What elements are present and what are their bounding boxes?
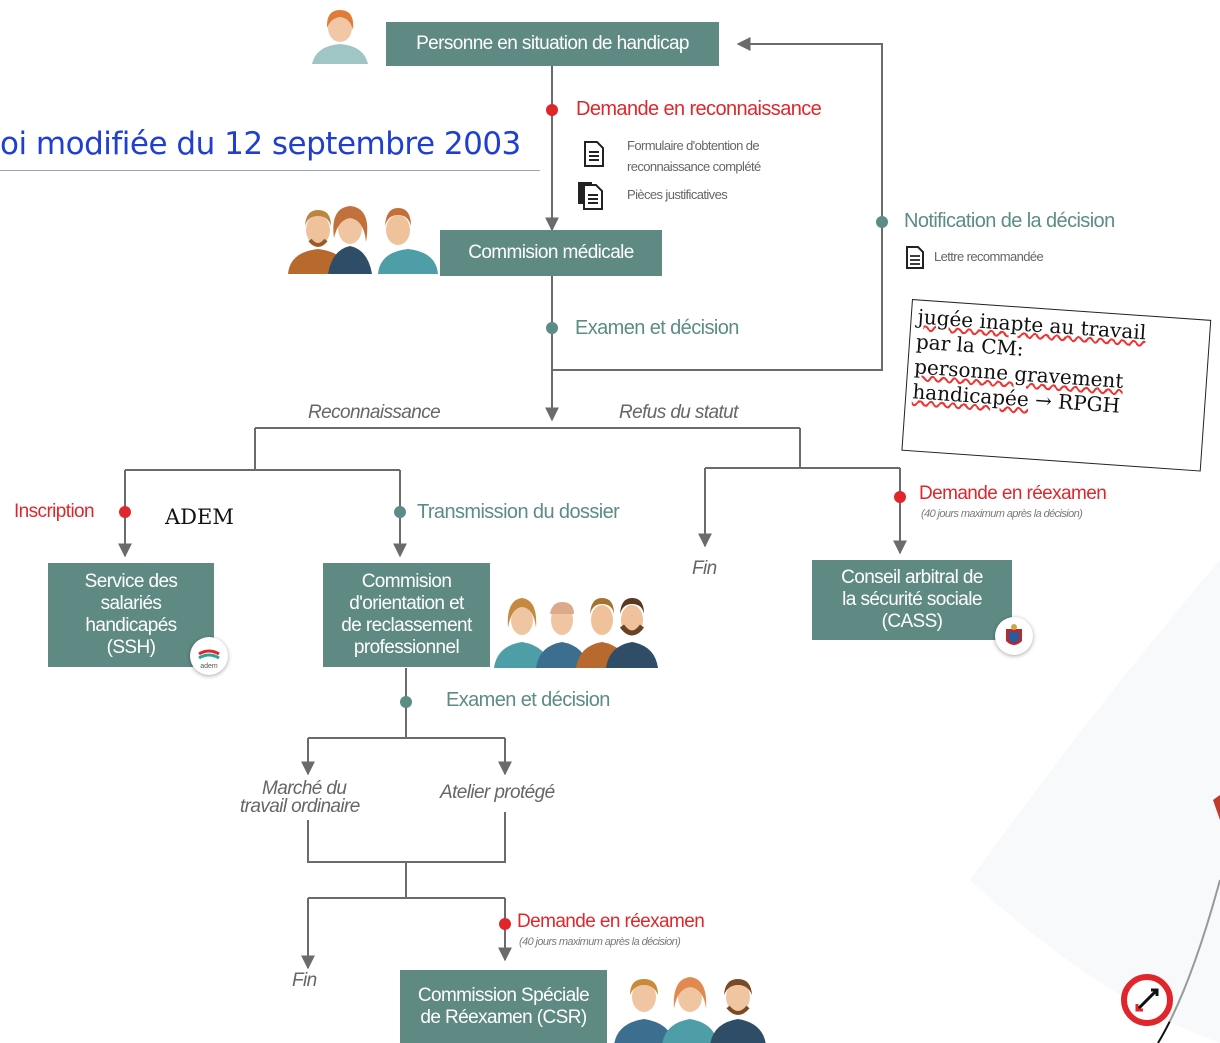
dot-notification: [876, 216, 888, 228]
label-examen-1: Examen et décision: [575, 317, 739, 339]
adem-badge: adem: [190, 637, 228, 675]
documents-stack-icon: [578, 182, 603, 210]
label-demande-reexamen-1: Demande en réexamen: [919, 483, 1107, 504]
label-pieces: Pièces justificatives: [627, 187, 728, 202]
dot-inscription: [119, 506, 131, 518]
title-underline: [0, 170, 540, 171]
label-notification: Notification de la décision: [904, 210, 1115, 232]
dot-transmission: [394, 506, 406, 518]
page-shadow: [970, 560, 1220, 1043]
cass-badge: [995, 617, 1033, 655]
adem-logo-icon: adem: [198, 649, 220, 670]
page-title: oi modifiée du 12 septembre 2003: [0, 126, 521, 162]
label-fin-1: Fin: [692, 558, 717, 579]
dot-reexamen-2: [499, 918, 511, 930]
medical-commission-group-icon: [288, 206, 438, 274]
box-commission-medicale: Commision médicale: [440, 230, 662, 276]
label-marche-1: Marché du: [262, 778, 347, 799]
coat-of-arms-icon: [1006, 624, 1022, 645]
label-marche-2: travail ordinaire: [240, 796, 360, 817]
label-delai-2: (40 jours maximum après la décision): [519, 936, 681, 948]
label-inscription: Inscription: [14, 501, 95, 522]
label-formulaire-2: reconnaissance complété: [627, 159, 761, 174]
label-fin-2: Fin: [292, 970, 317, 991]
red-mark: [1213, 795, 1220, 820]
dot-reexamen-1: [894, 491, 906, 503]
label-demande-reconnaissance: Demande en reconnaissance: [576, 98, 822, 120]
review-commission-group-icon: [614, 977, 766, 1043]
no-overtaking-sign-icon: [1121, 974, 1173, 1026]
label-transmission: Transmission du dossier: [417, 501, 620, 523]
label-refus: Refus du statut: [619, 402, 738, 423]
box-csr: Commission Spéciale de Réexamen (CSR): [400, 970, 607, 1043]
box-cass: Conseil arbitral de la sécurité sociale …: [812, 560, 1012, 640]
note-rpgh: → RPGH: [1034, 387, 1121, 418]
dot-demande: [546, 104, 558, 116]
orientation-commission-group-icon: [494, 598, 658, 668]
box-ssh: Service des salariés handicapés (SSH): [48, 563, 214, 667]
dot-examen-2: [400, 696, 412, 708]
person-avatar-icon: [312, 10, 368, 64]
label-formulaire-1: Formulaire d'obtention de: [627, 138, 760, 153]
letter-icon: [906, 246, 924, 269]
label-reconnaissance: Reconnaissance: [308, 402, 441, 423]
label-demande-reexamen-2: Demande en réexamen: [517, 911, 705, 932]
label-atelier: Atelier protégé: [440, 782, 555, 803]
document-icon: [584, 141, 604, 167]
dot-examen-1: [546, 322, 558, 334]
label-lettre: Lettre recommandée: [934, 249, 1044, 264]
box-personne: Personne en situation de handicap: [386, 22, 719, 66]
adem-badge-text: adem: [200, 663, 218, 670]
label-delai-1: (40 jours maximum après la décision): [921, 508, 1083, 520]
label-examen-2: Examen et décision: [446, 689, 610, 711]
annotation-note: jugée inapte au travail par la CM: perso…: [901, 299, 1212, 472]
merge-left: [307, 812, 506, 863]
box-cor: Commision d'orientation et de reclasseme…: [323, 563, 490, 667]
label-adem: ADEM: [165, 505, 234, 529]
feedback-loop: [552, 37, 883, 371]
